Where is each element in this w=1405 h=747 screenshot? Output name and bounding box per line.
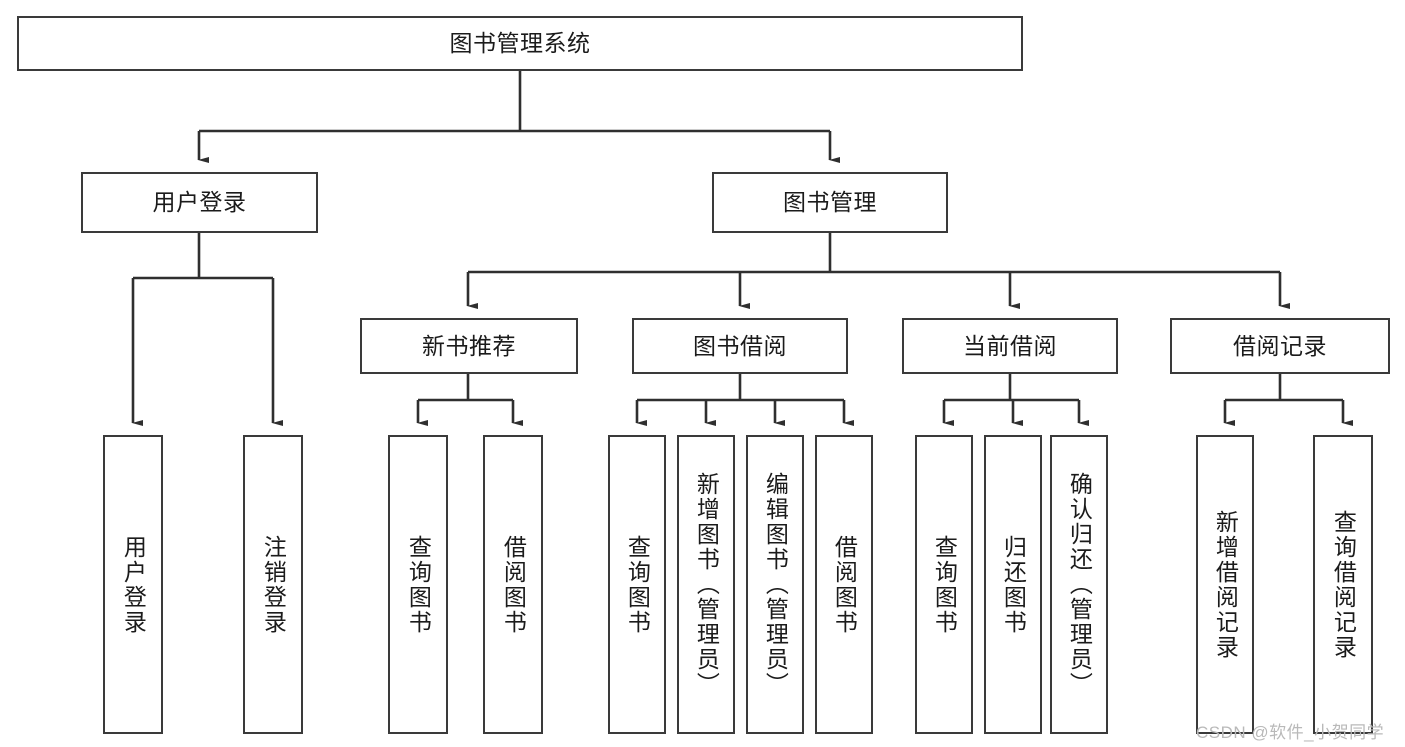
leaf-borrow-book-recommend-label: 借阅图书 (500, 534, 527, 635)
leaf-query-book-current-label: 查询图书 (931, 534, 958, 635)
leaf-query-borrow-record-label: 查询借阅记录 (1330, 509, 1357, 660)
leaf-borrow-book-label: 借阅图书 (831, 534, 858, 635)
node-root[interactable]: 图书管理系统 (17, 16, 1023, 71)
node-book-borrow[interactable]: 图书借阅 (632, 318, 848, 374)
node-new-book-recommend[interactable]: 新书推荐 (360, 318, 578, 374)
node-book-management[interactable]: 图书管理 (712, 172, 948, 233)
node-user-login-label: 用户登录 (152, 189, 247, 216)
leaf-add-book-admin-label: 新增图书（管理员） (693, 472, 720, 697)
node-root-label: 图书管理系统 (449, 30, 591, 57)
leaf-logout-label: 注销登录 (260, 534, 287, 635)
node-current-borrow-label: 当前借阅 (963, 332, 1057, 359)
node-user-login[interactable]: 用户登录 (81, 172, 318, 233)
node-current-borrow[interactable]: 当前借阅 (902, 318, 1118, 374)
node-borrow-record[interactable]: 借阅记录 (1170, 318, 1390, 374)
leaf-query-borrow-record[interactable]: 查询借阅记录 (1313, 435, 1373, 734)
leaf-return-book[interactable]: 归还图书 (984, 435, 1042, 734)
leaf-return-book-label: 归还图书 (1000, 534, 1027, 635)
leaf-borrow-book-recommend[interactable]: 借阅图书 (483, 435, 543, 734)
leaf-query-book-recommend[interactable]: 查询图书 (388, 435, 448, 734)
leaf-add-book-admin[interactable]: 新增图书（管理员） (677, 435, 735, 734)
leaf-query-book-borrow[interactable]: 查询图书 (608, 435, 666, 734)
leaf-add-borrow-record[interactable]: 新增借阅记录 (1196, 435, 1254, 734)
leaf-edit-book-admin[interactable]: 编辑图书（管理员） (746, 435, 804, 734)
leaf-add-borrow-record-label: 新增借阅记录 (1212, 509, 1239, 660)
leaf-logout[interactable]: 注销登录 (243, 435, 303, 734)
node-book-management-label: 图书管理 (783, 189, 877, 216)
leaf-borrow-book[interactable]: 借阅图书 (815, 435, 873, 734)
leaf-user-login-label: 用户登录 (120, 534, 147, 635)
leaf-edit-book-admin-label: 编辑图书（管理员） (762, 472, 789, 697)
node-new-book-recommend-label: 新书推荐 (422, 332, 516, 359)
leaf-query-book-borrow-label: 查询图书 (624, 534, 651, 635)
leaf-query-book-current[interactable]: 查询图书 (915, 435, 973, 734)
leaf-user-login[interactable]: 用户登录 (103, 435, 163, 734)
node-book-borrow-label: 图书借阅 (693, 332, 787, 359)
csdn-watermark: CSDN @软件_小贺同学 (1196, 723, 1385, 742)
leaf-confirm-return-admin[interactable]: 确认归还（管理员） (1050, 435, 1108, 734)
node-borrow-record-label: 借阅记录 (1233, 332, 1327, 359)
leaf-confirm-return-admin-label: 确认归还（管理员） (1066, 472, 1093, 697)
leaf-query-book-recommend-label: 查询图书 (405, 534, 432, 635)
